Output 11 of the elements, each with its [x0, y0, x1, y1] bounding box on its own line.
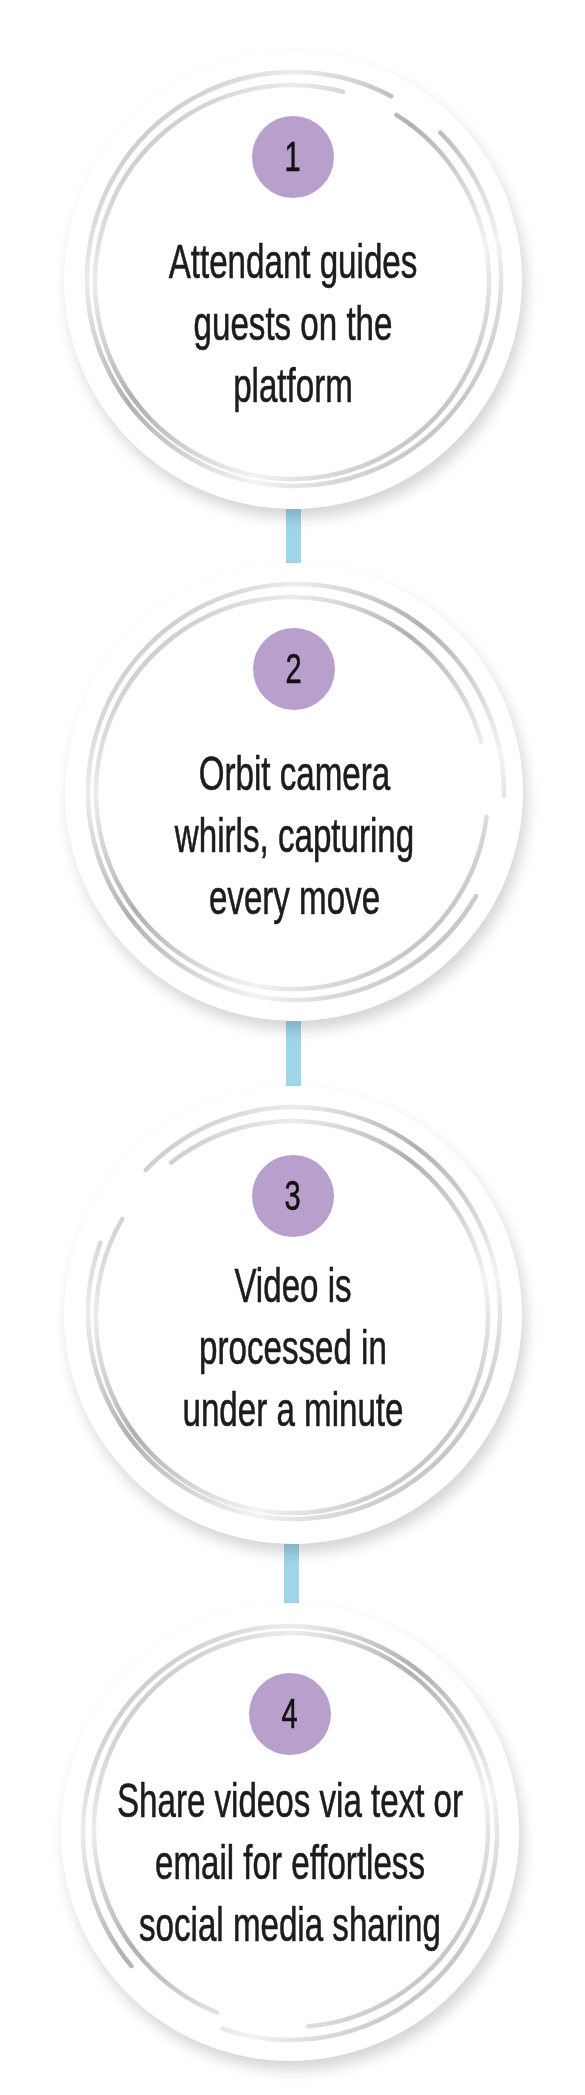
step-number: 4 — [281, 1692, 299, 1736]
step-description: Share videos via text or email for effortless social media sharing — [115, 1773, 465, 1953]
step-number: 3 — [284, 1174, 302, 1218]
step-description: Orbit camera whirls, capturing every move — [173, 746, 415, 926]
step-number: 2 — [285, 647, 303, 691]
step-description: Attendant guides guests on the platform — [167, 234, 419, 414]
step-description: Video is processed in under a minute — [181, 1258, 405, 1438]
connector-line — [284, 1544, 299, 1603]
connector-line — [286, 509, 301, 563]
step-number: 1 — [284, 135, 302, 179]
connector-line — [286, 1021, 301, 1086]
